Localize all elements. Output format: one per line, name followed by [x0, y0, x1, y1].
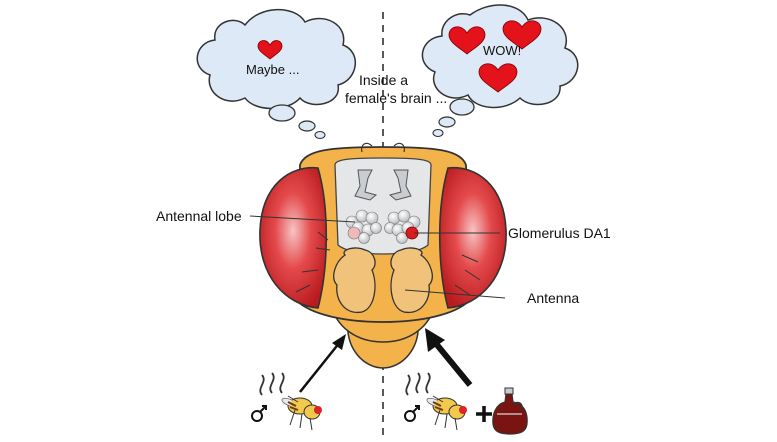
- title-line-2: female's brain ...: [345, 90, 448, 106]
- fly-icon: [281, 395, 322, 431]
- brain-window: [334, 157, 432, 255]
- thought-bubble-dot: [438, 116, 456, 128]
- antenna-left: [333, 247, 376, 313]
- heart-icon: [478, 63, 518, 93]
- thought-cloud-right: [421, 4, 579, 138]
- heart-icon: [257, 40, 283, 60]
- arrow-left: [299, 334, 346, 393]
- thought-bubble-dot: [449, 98, 475, 116]
- arrow-right: [425, 328, 473, 387]
- leader-antenna: [404, 289, 506, 299]
- left-compound-eye: [259, 166, 328, 309]
- antenna-right: [390, 247, 433, 313]
- label-antennal-lobe: Antennal lobe: [156, 208, 242, 224]
- thought-cloud-left: [196, 8, 357, 140]
- fly-head: [259, 142, 507, 369]
- thought-bubble-dot: [298, 120, 316, 132]
- male-symbol-icon: [251, 405, 267, 422]
- vinegar-bottle-icon: [492, 387, 528, 435]
- antennal-lobe-right: [384, 209, 421, 244]
- label-antenna: Antenna: [527, 290, 580, 306]
- thought-bubble-dot: [268, 104, 296, 122]
- odor-wave-icon: [259, 372, 285, 396]
- label-glomerulus-da1: Glomerulus DA1: [508, 225, 611, 241]
- heart-icon: [502, 20, 542, 50]
- male-fly-right: [404, 372, 528, 435]
- fly-icon: [426, 395, 467, 431]
- leader-antennal-lobe: [249, 215, 356, 223]
- title-line-1: Inside a: [359, 72, 409, 88]
- odor-wave-icon: [405, 372, 431, 396]
- thought-text-left: Maybe ...: [246, 62, 300, 77]
- male-fly-left: [251, 372, 322, 431]
- thought-bubble-dot: [314, 130, 326, 140]
- heart-icon: [448, 26, 486, 55]
- plus-icon: [476, 406, 492, 422]
- thought-text-right: WOW!: [483, 43, 522, 58]
- thought-bubble-dot: [432, 128, 444, 138]
- right-compound-eye: [438, 166, 507, 309]
- male-symbol-icon: [404, 405, 420, 422]
